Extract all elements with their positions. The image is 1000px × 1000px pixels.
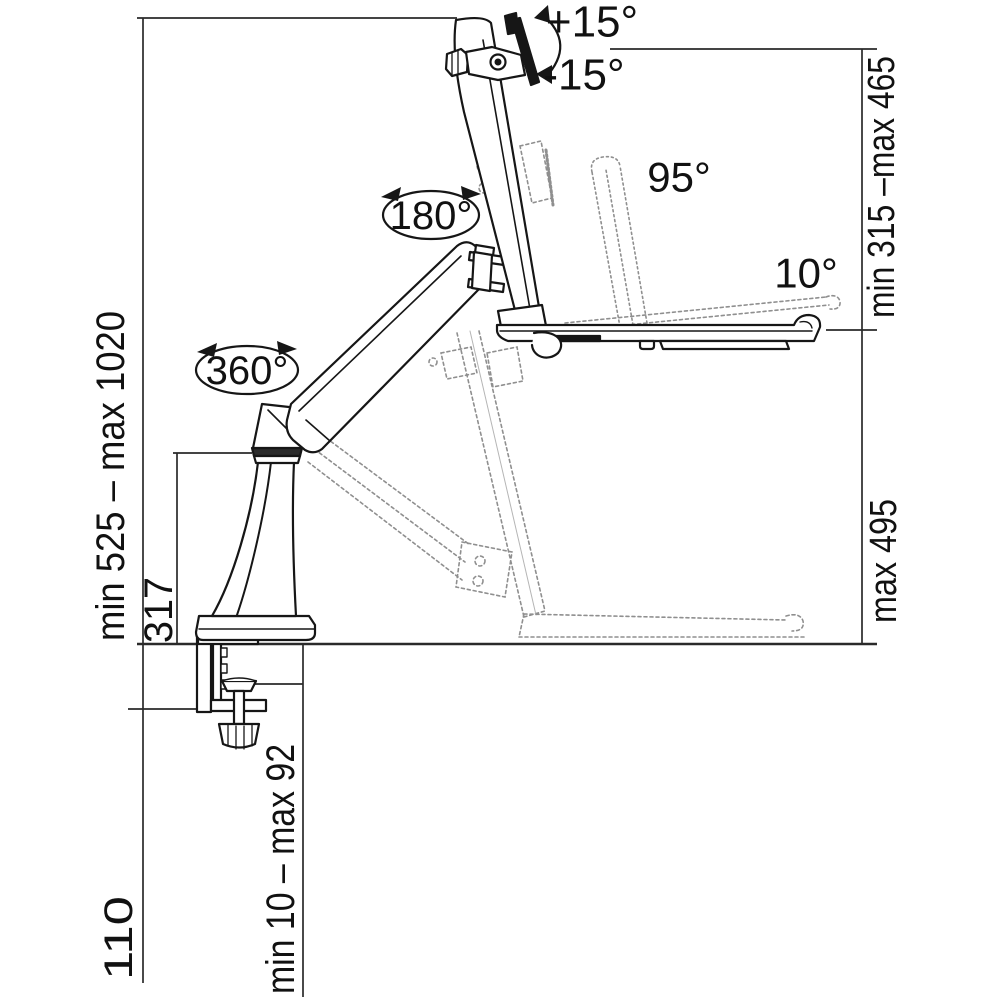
clamp-pad-rim: [221, 677, 257, 682]
mount-structure: [194, 5, 822, 750]
tray-fold-label: 95°: [647, 154, 711, 201]
ghost-positions: [301, 140, 841, 638]
swivel-label: 180°: [390, 194, 473, 238]
ghost-arm-upper-edge: [301, 419, 471, 546]
ghost-tray-top: [523, 613, 787, 621]
ghost-elbow-bolt-1: [474, 555, 486, 567]
height-range-label: min 525 – max 1020: [89, 311, 133, 641]
ghost-arm-lower-edge: [307, 461, 463, 581]
collar-band-upper: [250, 446, 304, 458]
vesa-head: [444, 5, 562, 87]
tilt-bolt: [444, 47, 470, 78]
ghost-elbow-bolt-2: [472, 575, 484, 587]
clamp-pad: [220, 679, 258, 693]
ghost-arm-inner: [304, 441, 466, 563]
clamp-inner-plate: [211, 634, 223, 710]
clamp-capacity-label: min 10 – max 92: [259, 744, 303, 994]
swivel-arrow-left: [381, 187, 401, 201]
ghost-monitor-left-edge: [456, 332, 525, 618]
tilt-arrow-down: [536, 65, 552, 84]
rotation-symbols: [194, 186, 481, 396]
tilt-bolt-lines: [451, 49, 459, 76]
monitor-face-line: [482, 39, 532, 316]
dimension-lines: [128, 17, 877, 997]
ghost-tilt-tray-curl: [825, 294, 841, 310]
tray-height-range-label: min 315 –max 465: [861, 56, 903, 318]
swivel-ellipse: [381, 189, 481, 241]
ghost-fold-tray-right: [619, 165, 648, 324]
ghost-tray-curl: [785, 614, 805, 632]
ghost-vesa-bolt-low: [428, 357, 438, 367]
clamp-knob-ridges: [227, 724, 253, 750]
tilt-down-label: -15°: [543, 51, 624, 100]
ghost-vesa-plate-low: [486, 346, 524, 388]
ghost-monitor-bottom: [523, 610, 546, 618]
clamp-knob: [217, 722, 261, 749]
ghost-fold-tray-cap: [590, 155, 621, 173]
cable-hook: [530, 331, 563, 359]
lower-drop-label: max 495: [863, 499, 905, 623]
tilt-arrow-up: [534, 5, 550, 23]
rotation-arrow-left: [197, 343, 217, 357]
vesa-pivot-dot: [494, 58, 502, 66]
keyboard-tray: [495, 303, 822, 359]
vesa-plate: [510, 16, 541, 87]
ghost-fold-tray-left: [591, 171, 621, 328]
ghost-monitor-face-line: [469, 330, 537, 616]
ghost-fold-tray-inner: [605, 169, 634, 326]
ghost-vesa-bracket-low: [440, 346, 478, 380]
tilt-up-label: +15°: [546, 0, 638, 47]
tray-foot-right: [638, 339, 656, 351]
labels: +15° -15° 95° 10° 180° 360° min 525 – ma…: [89, 0, 905, 994]
column-inner-edge: [236, 461, 272, 616]
below-desk-label: 110: [97, 896, 141, 980]
ghost-tray-left: [518, 613, 525, 638]
arm-bevel-line: [298, 255, 462, 412]
tray-slab: [495, 313, 822, 343]
arm-lower-step: [305, 419, 331, 442]
tray-tilt-label: 10°: [774, 250, 838, 297]
monitor: [453, 16, 542, 324]
base-plate: [194, 614, 317, 642]
rotation-ellipse: [194, 344, 300, 396]
rotation-label: 360°: [206, 349, 289, 393]
ghost-monitor-right-edge: [478, 330, 546, 612]
tray-lower-plate: [658, 339, 791, 351]
ghost-elbow-bracket: [455, 541, 513, 598]
tray-curl-line: [799, 320, 813, 329]
hinge-plate: [470, 250, 494, 293]
swivel-arrow-right: [461, 186, 481, 200]
clamp-screw-shaft: [232, 689, 246, 726]
ghost-spring-coil: [544, 148, 555, 207]
rotation-arrow-right: [277, 341, 297, 355]
riser-height-label: 317: [137, 577, 181, 643]
ghost-tilt-tray-top: [564, 296, 827, 324]
collar-band-lower: [252, 454, 302, 465]
